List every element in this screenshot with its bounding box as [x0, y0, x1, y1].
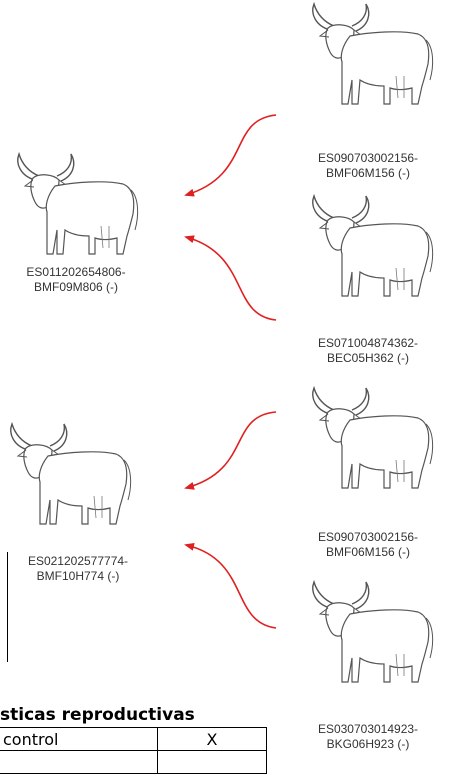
animal-id-line2: BMF10H774 (-) — [36, 569, 120, 583]
animal-id-line1: ES030703014923- — [317, 722, 419, 736]
section-title: sticas reproductivas — [0, 705, 195, 725]
animal-id-line1: ES021202577774- — [27, 554, 129, 568]
animal-id-line2: BKG06H923 (-) — [326, 737, 410, 751]
animal-id-line2: BMF06M156 (-) — [325, 166, 411, 180]
table-row: control X — [0, 727, 267, 751]
table-cell-label — [0, 750, 158, 774]
arrow-bottom-2 — [184, 542, 277, 629]
animal-id-line1: ES011202654806- — [26, 265, 126, 279]
animal-id-line2: BEC05H362 (-) — [326, 351, 410, 365]
animal-label-grandparent-3: ES090703002156- BMF06M156 (-) — [298, 530, 438, 560]
arrow-top-1 — [184, 114, 277, 197]
animal-label-grandparent-2: ES071004874362- BEC05H362 (-) — [298, 336, 438, 366]
table-cell-value — [157, 750, 267, 774]
table-cell-value: X — [157, 727, 267, 751]
fragment-line — [7, 552, 8, 662]
animal-label-parent-2: ES021202577774- BMF10H774 (-) — [8, 554, 148, 584]
animal-id-line2: BMF09M806 (-) — [33, 280, 119, 294]
animal-id-line1: ES090703002156- — [317, 151, 419, 165]
arrow-bottom-1 — [184, 411, 277, 490]
arrow-group — [184, 114, 277, 629]
table-cell-label: control — [0, 727, 158, 751]
animal-id-line2: BMF06M156 (-) — [325, 545, 411, 559]
animal-label-grandparent-4: ES030703014923- BKG06H923 (-) — [298, 722, 438, 752]
animal-label-parent-1: ES011202654806- BMF09M806 (-) — [6, 265, 146, 295]
animal-id-line1: ES071004874362- — [317, 336, 419, 350]
animal-id-line1: ES090703002156- — [317, 530, 419, 544]
animal-label-grandparent-1: ES090703002156- BMF06M156 (-) — [298, 151, 438, 181]
table-row — [0, 750, 267, 774]
arrow-top-2 — [184, 235, 277, 321]
reproductive-table: control X — [0, 727, 267, 774]
pedigree-arrows — [184, 114, 277, 629]
